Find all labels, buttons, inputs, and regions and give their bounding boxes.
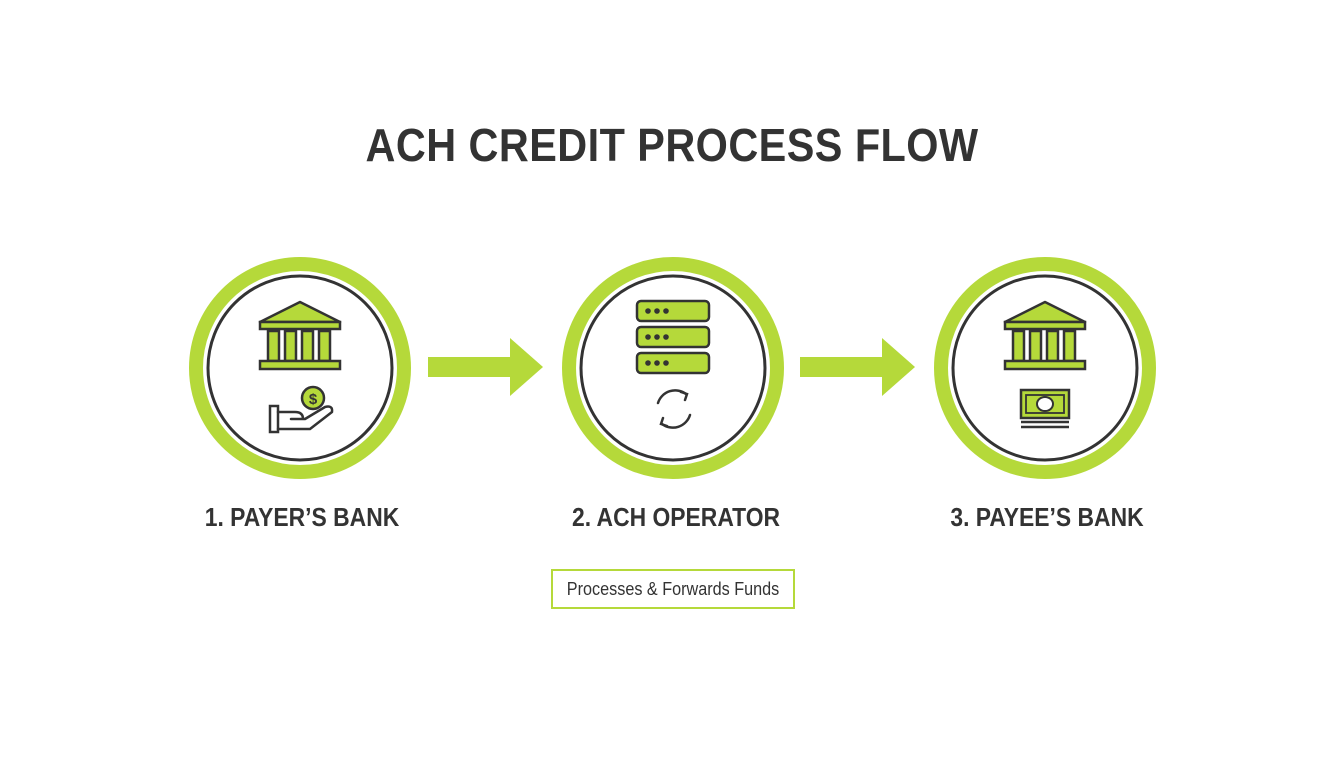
hand-coin-icon: $ xyxy=(268,385,334,434)
sync-icon xyxy=(656,389,692,429)
step-node-ach-operator xyxy=(560,255,786,481)
step-label-payees-bank: 3. PAYEE’S BANK xyxy=(950,502,1144,532)
step-label-payers-bank: 1. PAYER’S BANK xyxy=(204,502,400,532)
arrow-right-icon xyxy=(428,338,543,396)
bank-icon xyxy=(1003,300,1087,371)
step-label-ach-operator: 2. ACH OPERATOR xyxy=(571,502,781,532)
diagram-title: ACH CREDIT PROCESS FLOW xyxy=(365,119,979,171)
arrow-right-icon xyxy=(800,338,915,396)
banknote-icon xyxy=(1019,388,1071,429)
process-note: Processes & Forwards Funds xyxy=(551,569,795,609)
flow-arrow-2 xyxy=(800,338,920,398)
svg-text:$: $ xyxy=(309,391,318,408)
bank-icon xyxy=(258,300,342,371)
flow-arrow-1 xyxy=(428,338,548,398)
server-icon xyxy=(635,299,711,375)
step-node-payers-bank: $ xyxy=(187,255,413,481)
step-node-payees-bank xyxy=(932,255,1158,481)
process-note-text: Processes & Forwards Funds xyxy=(566,578,780,599)
